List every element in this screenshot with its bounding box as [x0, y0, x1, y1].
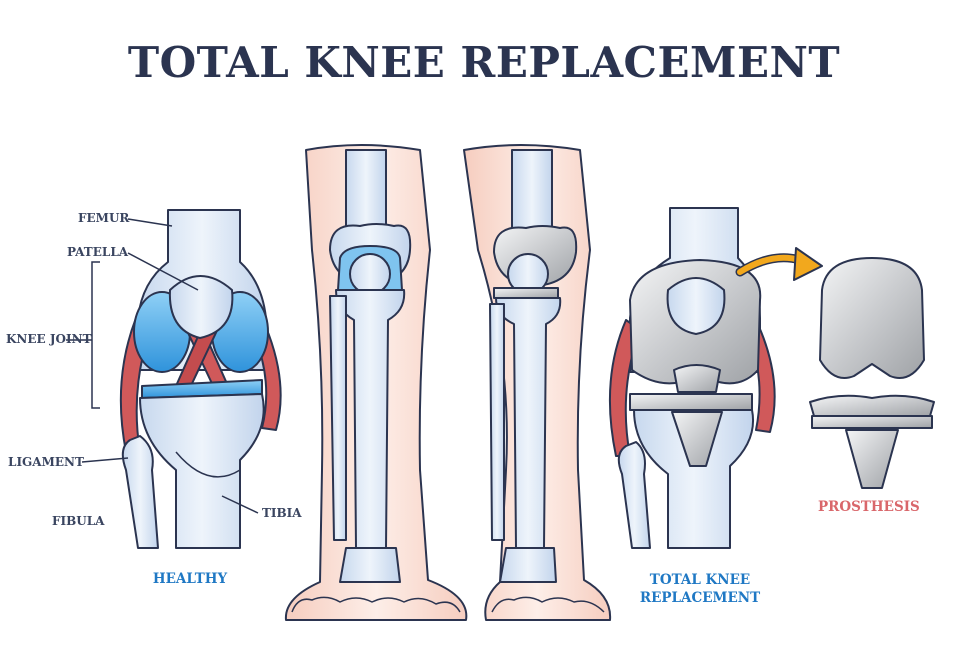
- leg2-implant-tibial: [493, 287, 559, 299]
- prosthesis: [809, 257, 935, 489]
- healthy-patella: [168, 275, 234, 339]
- replaced-insert: [673, 364, 721, 393]
- healthy-fibula: [121, 435, 159, 549]
- leg1-toes: [291, 596, 461, 613]
- leg2-foot-bones: [499, 547, 557, 583]
- leg1-femur: [345, 149, 387, 233]
- replaced-stem: [671, 411, 723, 467]
- label-ligament: LIGAMENT: [8, 455, 84, 469]
- leg-healthy: [284, 144, 468, 621]
- caption-prosthesis: PROSTHESIS: [818, 499, 920, 515]
- caption-total-knee-line1: TOTAL KNEE: [649, 572, 751, 588]
- leg-replaced: [463, 144, 612, 621]
- replaced-knee: [608, 207, 776, 549]
- label-fibula: FIBULA: [52, 514, 105, 528]
- caption-healthy: HEALTHY: [152, 571, 228, 587]
- prosthesis-stem: [845, 429, 899, 489]
- label-femur: FEMUR: [78, 211, 130, 225]
- replaced-tibial-tray: [629, 393, 753, 411]
- label-tibia: TIBIA: [262, 506, 302, 520]
- replaced-fibula: [617, 441, 651, 549]
- caption-total-knee-replacement: TOTAL KNEE REPLACEMENT: [630, 571, 770, 607]
- leg1-foot-bones: [339, 547, 401, 583]
- replaced-patella: [666, 277, 726, 335]
- healthy-tibia: [139, 393, 265, 549]
- label-leaders: [66, 218, 259, 514]
- replaced-tibia: [633, 409, 754, 549]
- label-knee-joint: KNEE JOINT: [6, 332, 92, 346]
- diagram-title: TOTAL KNEE REPLACEMENT: [127, 38, 841, 87]
- leg1-fibula: [329, 295, 347, 541]
- prosthesis-insert: [809, 394, 935, 417]
- label-patella: PATELLA: [67, 245, 129, 259]
- leg2-femur: [511, 149, 553, 233]
- prosthesis-tray: [811, 415, 933, 429]
- leg2-fibula: [489, 303, 505, 541]
- leg2-toes: [491, 596, 605, 613]
- prosthesis-femoral: [819, 257, 925, 379]
- healthy-knee: [119, 209, 282, 549]
- caption-total-knee-line2: REPLACEMENT: [639, 590, 761, 606]
